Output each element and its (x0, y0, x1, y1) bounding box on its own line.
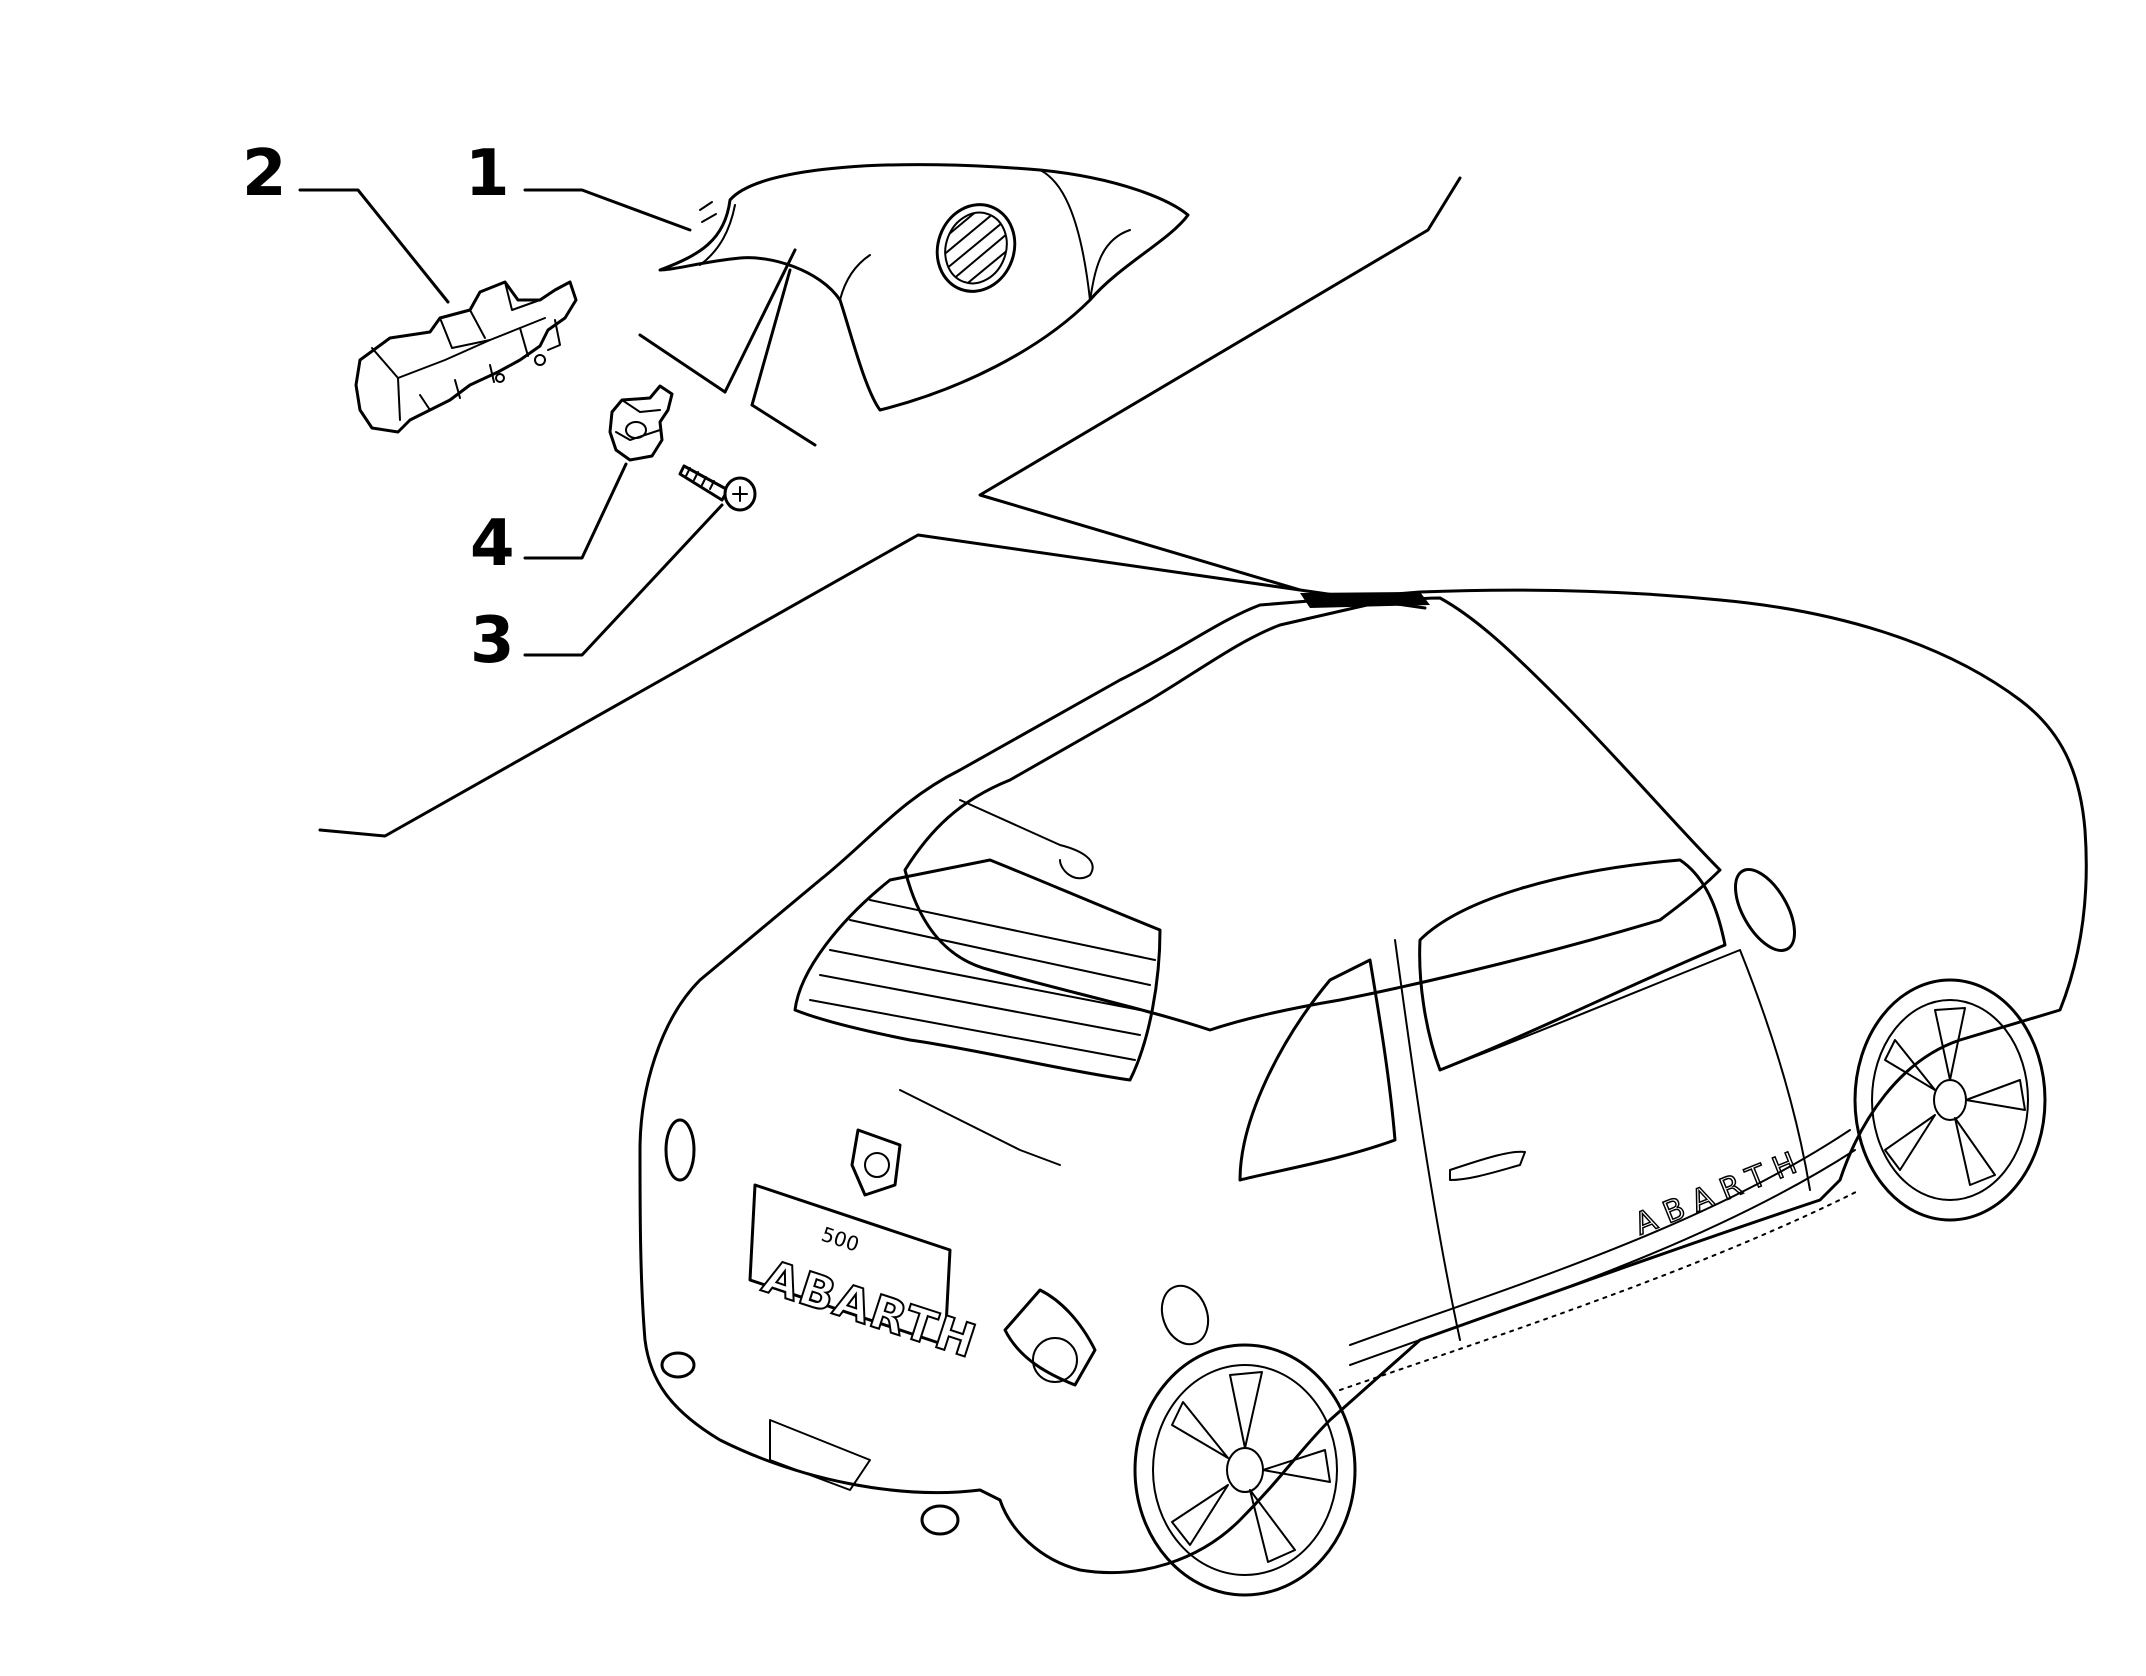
speaker-grille-icon (935, 203, 1017, 293)
a-pillar-trim-part (638, 163, 1190, 447)
connector-bracket-part (298, 188, 578, 434)
callout-number: 2 (242, 137, 287, 211)
callout-number: 1 (465, 137, 510, 211)
screw-part (523, 464, 757, 657)
callout-number: 4 (470, 507, 515, 581)
rear-wheel (1133, 1343, 1357, 1597)
car-illustration: ABARTH 500 ABARTH (638, 588, 2088, 1597)
model-badge-text: 500 (818, 1222, 862, 1257)
clip-part (523, 384, 674, 560)
front-wheel (1853, 978, 2047, 1222)
callout-number: 3 (470, 604, 515, 678)
